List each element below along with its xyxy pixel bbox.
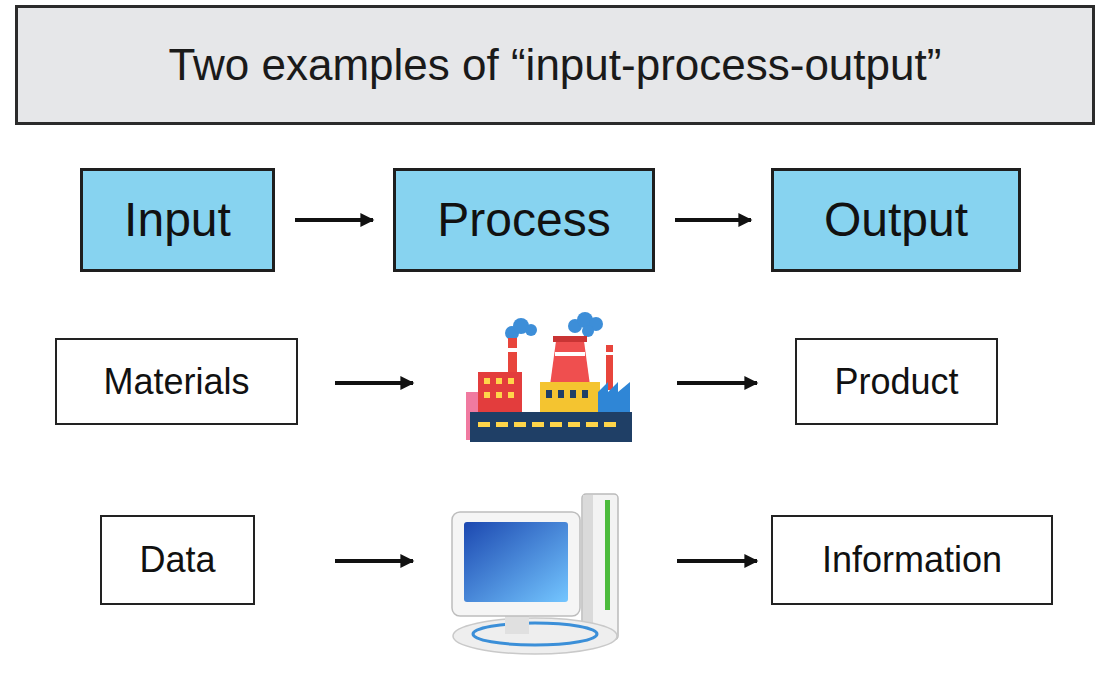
window (550, 422, 562, 427)
window (508, 378, 514, 384)
window (586, 422, 598, 427)
window (558, 390, 564, 398)
windows (484, 378, 514, 398)
computer-icon (452, 494, 618, 654)
pc-tower (582, 494, 618, 640)
tower-shade (583, 495, 593, 639)
window (496, 378, 502, 384)
box-label: Data (139, 539, 215, 580)
box-label: Output (824, 192, 968, 247)
title-box: Two examples of “input-process-output” (15, 5, 1095, 125)
window (532, 422, 544, 427)
stage-box: Input (80, 168, 275, 272)
window (496, 422, 508, 427)
smoke-puff (525, 324, 537, 336)
tower-stripe (605, 500, 610, 610)
window (496, 392, 502, 398)
box-label: Input (124, 192, 231, 247)
flow-arrow (677, 559, 757, 563)
factory-icon (466, 312, 632, 442)
base-ring (473, 623, 597, 645)
box-label: Materials (103, 361, 249, 402)
smoke-puff (582, 325, 594, 337)
base-windows (478, 422, 616, 427)
flow-arrow (295, 218, 373, 222)
tower-rim (553, 336, 587, 342)
monitor (452, 512, 580, 616)
window (568, 422, 580, 427)
example-box: Data (100, 515, 255, 605)
box-label: Information (822, 539, 1002, 580)
window (514, 422, 526, 427)
yellow-building (540, 382, 600, 412)
example-box: Product (795, 338, 998, 425)
left-building (478, 372, 522, 412)
box-label: Process (437, 192, 610, 247)
monitor-base (453, 618, 617, 654)
tower-band (555, 352, 585, 356)
factory-base (470, 412, 632, 442)
window (604, 422, 616, 427)
window (484, 392, 490, 398)
window (484, 378, 490, 384)
flow-arrow (335, 559, 413, 563)
window (508, 392, 514, 398)
example-box: Information (771, 515, 1053, 605)
windows (546, 390, 588, 398)
stage-box: Process (393, 168, 655, 272)
chimney-band (508, 348, 517, 352)
flow-arrow (335, 381, 413, 385)
diagram-title: Two examples of “input-process-output” (169, 40, 942, 90)
example-box: Materials (55, 338, 298, 425)
window (478, 422, 490, 427)
window (546, 390, 552, 398)
window (582, 390, 588, 398)
flow-arrow (675, 218, 751, 222)
stage-box: Output (771, 168, 1021, 272)
flow-arrow (677, 381, 757, 385)
chimney-band (606, 352, 613, 355)
smoke (505, 312, 603, 340)
window (570, 390, 576, 398)
box-label: Product (834, 361, 958, 402)
monitor-screen (464, 522, 568, 602)
